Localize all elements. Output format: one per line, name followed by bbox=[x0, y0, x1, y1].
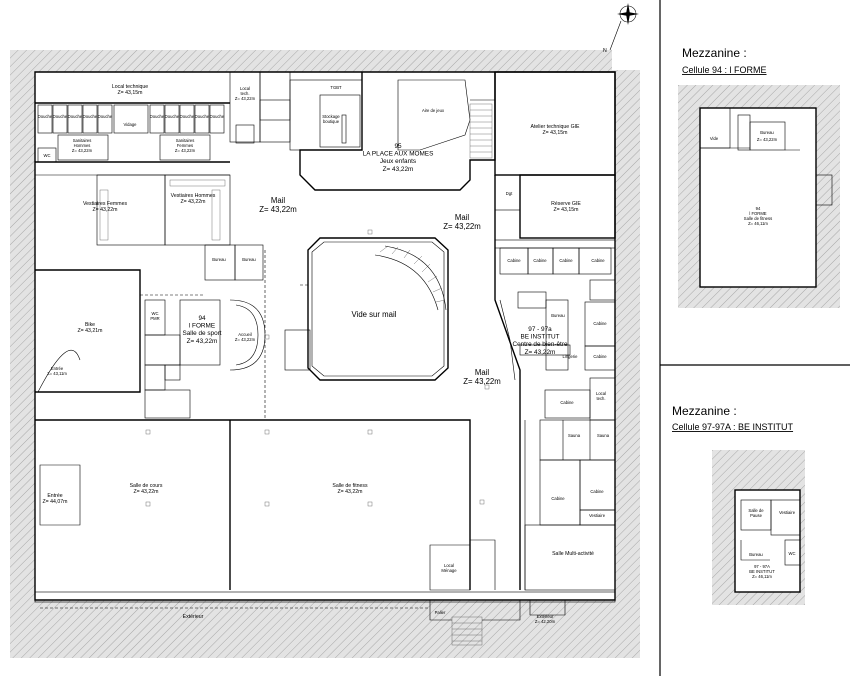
top-middle-block bbox=[229, 71, 363, 151]
cabine-label-1: Cabine bbox=[507, 258, 521, 263]
mall-edge-right bbox=[494, 175, 521, 590]
vide-sur-mail-label: Vide sur mail bbox=[352, 310, 397, 319]
wc-label: WC bbox=[44, 153, 51, 158]
north-compass bbox=[609, 3, 639, 51]
douche-label-3: Douche bbox=[68, 114, 83, 119]
cellule-94-walls bbox=[144, 244, 311, 419]
lingerie-label: Lingerie bbox=[563, 354, 579, 359]
douche-label-6: Douche bbox=[150, 114, 165, 119]
douche-label-9: Douche bbox=[195, 114, 210, 119]
cabine-label-9: Cabine bbox=[590, 489, 604, 494]
cabine-label-5: Cabine bbox=[593, 321, 607, 326]
mezz2-wc-label: WC bbox=[789, 551, 796, 556]
douche-label-4: Douche bbox=[83, 114, 98, 119]
dgt-label: Dgt bbox=[506, 191, 513, 196]
sauna-label-2: Sauna bbox=[597, 433, 610, 438]
mezz1-bureau-z-label: Z= 43,22m bbox=[757, 137, 778, 142]
douche-label-2: Douche bbox=[53, 114, 68, 119]
douche-label-1: Douche bbox=[38, 114, 53, 119]
mezz1-vide-label: Vide bbox=[710, 136, 719, 141]
halls-boundary bbox=[35, 419, 471, 590]
main-building: N bbox=[10, 3, 640, 658]
exterior-walkway bbox=[34, 591, 616, 603]
douche-label-7: Douche bbox=[165, 114, 180, 119]
mezz2-hatch bbox=[712, 450, 805, 605]
vidage-label: Vidage bbox=[124, 122, 138, 127]
cabine-label-7: Cabine bbox=[560, 400, 574, 405]
mezz2-title: Mezzanine : bbox=[672, 404, 737, 418]
mezz2-vestiaire-label: Vestiaire bbox=[779, 510, 796, 515]
douche-label-5: Douche bbox=[98, 114, 113, 119]
mezz1-hatch bbox=[678, 85, 840, 308]
tgbt-label: TGBT bbox=[330, 85, 342, 90]
cell-94-boundary bbox=[35, 269, 141, 393]
columns bbox=[145, 229, 490, 507]
mezz1-title: Mezzanine : bbox=[682, 46, 747, 60]
cabine-label-2: Cabine bbox=[533, 258, 547, 263]
right-panel: Mezzanine : Cellule 94 : l FORME Mezzani… bbox=[659, 0, 850, 676]
douche-label-8: Douche bbox=[180, 114, 195, 119]
stairs-top bbox=[469, 103, 493, 159]
salle-activite-label: Salle Multi-activité bbox=[552, 551, 594, 557]
mezz2-subtitle: Cellule 97-97A : BE INSTITUT bbox=[672, 422, 794, 432]
exterieur-label: Extérieur bbox=[183, 614, 204, 620]
north-label: N bbox=[603, 48, 607, 54]
mezz1-bureau-label: Bureau bbox=[760, 130, 774, 135]
aire-de-jeux-label: Aire de jeux bbox=[422, 108, 445, 113]
mezz2-bureau-label: Bureau bbox=[749, 552, 763, 557]
mezz1-outline bbox=[699, 107, 817, 288]
bureau-label-2: Bureau bbox=[242, 257, 256, 262]
central-void bbox=[307, 237, 449, 381]
vestiaire-label: Vestiaire bbox=[589, 513, 606, 518]
sauna-label-1: Sauna bbox=[568, 433, 581, 438]
cabine-label-8: Cabine bbox=[551, 496, 565, 501]
douche-label-10: Douche bbox=[210, 114, 225, 119]
mezz1-subtitle: Cellule 94 : l FORME bbox=[682, 65, 767, 75]
bureau-label-1: Bureau bbox=[212, 257, 226, 262]
bureau-label-3: Bureau bbox=[551, 313, 565, 318]
place-aux-momes-walls bbox=[299, 72, 496, 191]
cabine-label-3: Cabine bbox=[559, 258, 573, 263]
cabine-label-6: Cabine bbox=[593, 354, 607, 359]
top-left-block bbox=[35, 102, 231, 246]
stairs-bottom bbox=[451, 616, 483, 646]
cabine-label-4: Cabine bbox=[591, 258, 605, 263]
sauna-block bbox=[524, 419, 616, 591]
palier-label: Palier bbox=[435, 610, 446, 615]
